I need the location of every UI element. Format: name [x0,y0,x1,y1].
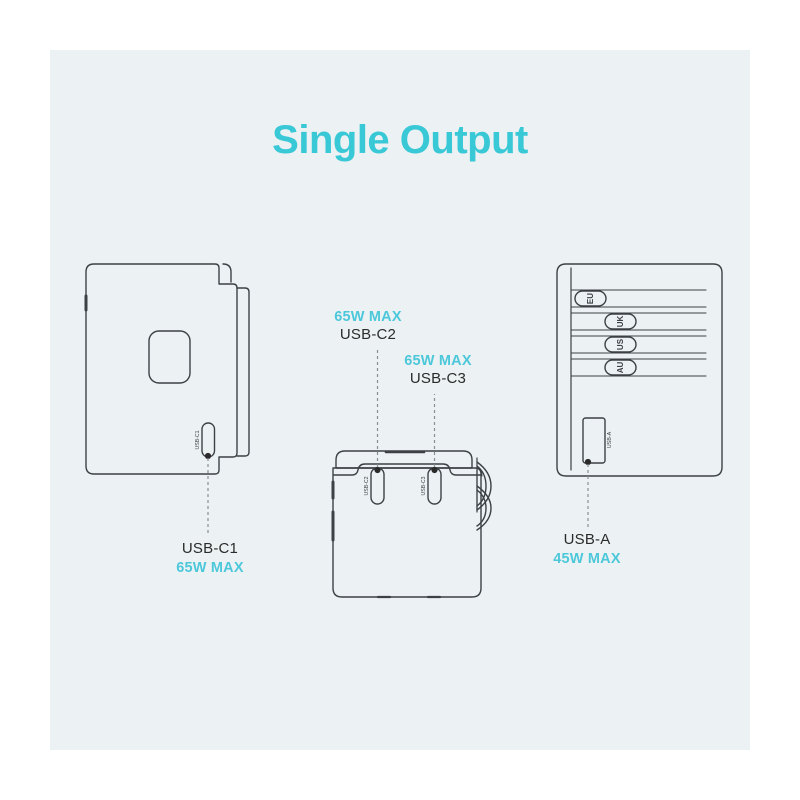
slider-label-au: AU [616,362,625,374]
usb-a-port [582,417,606,464]
left-device-side-face [236,287,250,457]
slider-track-uk [570,312,707,331]
slider-track-us [570,335,707,354]
left-device-edge-top [222,263,232,283]
callout-usb-a: USB-A 45W MAX [527,531,647,568]
callout-usb-c3: 65W MAX USB-C3 [378,352,498,389]
left-device-body [85,263,238,475]
center-prong-arc-2-inner [476,489,487,527]
slider-label-us: US [616,338,625,350]
center-prong-arc-1-inner [476,465,487,507]
callout-usb-c1: USB-C1 65W MAX [150,540,270,577]
callout-usb-a-port: USB-A [563,531,611,548]
callout-usb-a-watt: 45W MAX [553,550,621,567]
callout-usb-c1-watt: 65W MAX [176,559,244,576]
callout-usb-c3-watt: 65W MAX [404,353,472,369]
center-device-lid [335,450,473,469]
usb-a-leader-dot [584,458,592,466]
right-device-body [556,263,723,477]
slider-knob-us [604,336,637,353]
center-prong-arc-1 [476,461,492,511]
usb-c1-port-text: USB-C1 [195,430,201,449]
page-title: Single Output [272,118,528,162]
usb-c3-port-text: USB-C3 [421,476,427,495]
center-device-body [332,467,482,598]
usb-c2-port-text: USB-C2 [364,476,370,495]
left-device-button-pad [148,330,191,384]
callout-usb-c2-watt: 65W MAX [334,309,402,325]
slider-label-eu: EU [586,293,595,304]
slider-knob-uk [604,313,637,330]
slider-label-uk: UK [616,316,625,328]
callout-usb-c2-port: USB-C2 [339,326,397,344]
slider-knob-au [604,359,637,376]
callout-usb-c2: 65W MAX USB-C2 [308,308,428,345]
center-device-inner-contour [333,463,481,476]
slider-knob-eu [574,290,607,307]
usb-a-port-text: USB-A [607,431,613,448]
usb-c3-leader-dot [431,466,438,474]
callout-usb-c3-port: USB-C3 [409,370,467,388]
center-prong-tip-1 [476,465,483,477]
usb-c2-leader-dot [374,466,381,474]
center-prong-arc-2 [476,485,492,531]
slider-track-eu [570,289,707,308]
usb-c1-leader-dot [204,452,212,460]
content-panel [50,50,750,750]
slider-track-au [570,358,707,377]
callout-usb-c1-port: USB-C1 [181,540,239,557]
